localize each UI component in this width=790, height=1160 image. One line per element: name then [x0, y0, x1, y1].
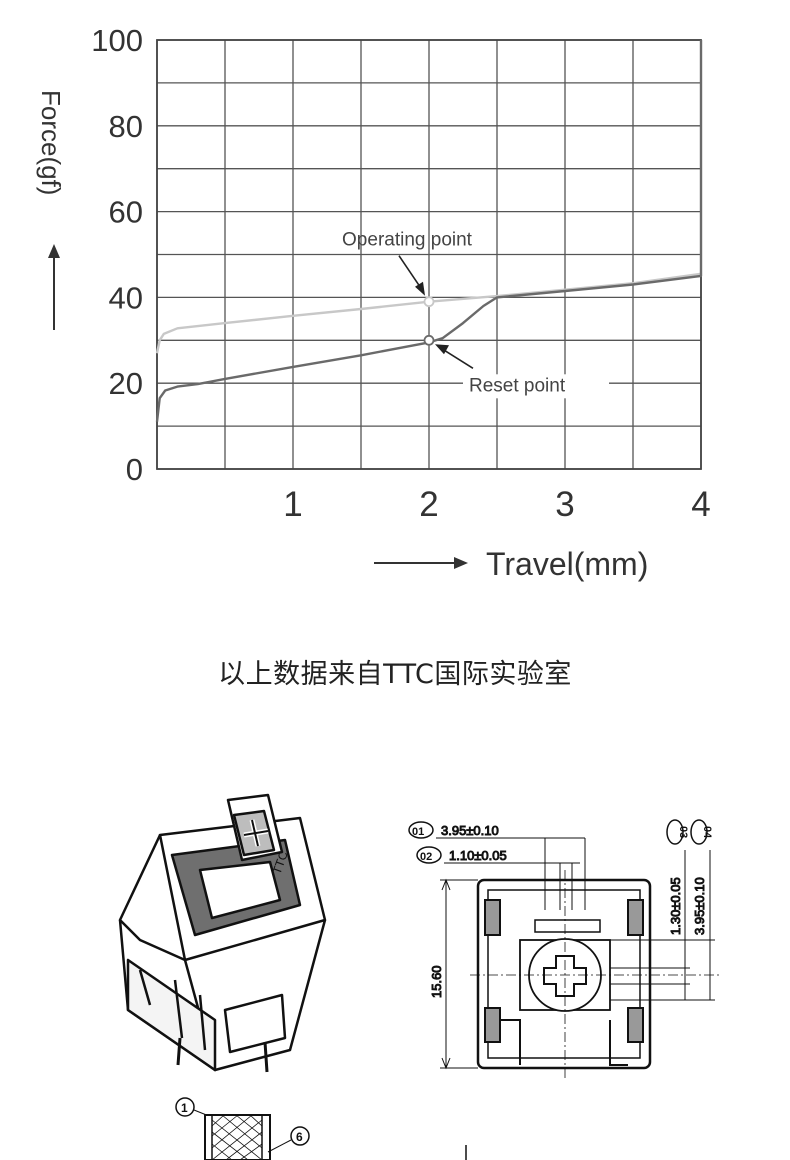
- badge-02: 02: [416, 846, 442, 864]
- y-tick-label: 60: [109, 195, 143, 230]
- svg-text:04: 04: [701, 826, 713, 839]
- switch-technical-drawings: TTC 01 3.95±0.10 02 1.10±0.05 03 04 1.30…: [118, 793, 720, 1160]
- svg-text:6: 6: [296, 1130, 303, 1144]
- dimension-03: 1.30±0.05: [668, 877, 683, 935]
- x-tick-label: 4: [691, 485, 710, 524]
- y-axis-label: Force(gf): [36, 90, 66, 195]
- svg-text:01: 01: [412, 826, 424, 838]
- chart-grid: [156, 39, 702, 470]
- data-source-caption: 以上数据来自TTC国际实验室: [218, 659, 572, 690]
- operating-point-marker: [423, 296, 435, 308]
- dimension-02: 1.10±0.05: [449, 848, 507, 863]
- dimension-01: 3.95±0.10: [441, 823, 499, 838]
- badge-04: 04: [690, 819, 713, 845]
- reset-point-marker: [423, 334, 435, 346]
- x-tick-label: 1: [283, 485, 302, 524]
- badge-03: 03: [666, 819, 689, 845]
- x-axis-arrow: [374, 557, 468, 569]
- y-tick-label: 20: [109, 366, 143, 401]
- part-badge-6: 6: [290, 1126, 310, 1146]
- reset-label-background: [463, 374, 609, 399]
- y-axis-arrow: [48, 244, 60, 330]
- y-tick-label: 40: [109, 280, 143, 315]
- x-tick-label: 3: [555, 485, 574, 524]
- operating-point-arrowhead: [415, 281, 425, 296]
- part-badge-1: 1: [175, 1097, 195, 1117]
- dimension-04: 3.95±0.10: [692, 877, 707, 935]
- switch-top-view-drawing: 01 3.95±0.10 02 1.10±0.05 03 04 1.30±0.0…: [408, 819, 720, 1080]
- chart-ticks: 0 20 40 60 80 100 1 2 3 4: [91, 23, 710, 524]
- y-tick-label: 100: [91, 23, 143, 58]
- svg-text:02: 02: [420, 851, 432, 863]
- x-tick-label: 2: [419, 485, 438, 524]
- y-tick-label: 0: [126, 452, 143, 487]
- reset-point-arrowhead: [435, 344, 449, 355]
- switch-isometric-drawing: TTC: [118, 793, 327, 1073]
- badge-01: 01: [408, 821, 434, 839]
- series-line-1: [155, 272, 702, 354]
- dimension-height: 15.60: [429, 965, 444, 998]
- reset-point-label: Reset point: [469, 375, 566, 396]
- svg-text:03: 03: [677, 826, 689, 838]
- svg-text:1: 1: [181, 1101, 188, 1115]
- switch-side-view-partial: 1 6: [175, 1097, 467, 1160]
- x-axis-label: Travel(mm): [486, 546, 648, 582]
- y-tick-label: 80: [109, 109, 143, 144]
- operating-point-label: Operating point: [342, 230, 473, 251]
